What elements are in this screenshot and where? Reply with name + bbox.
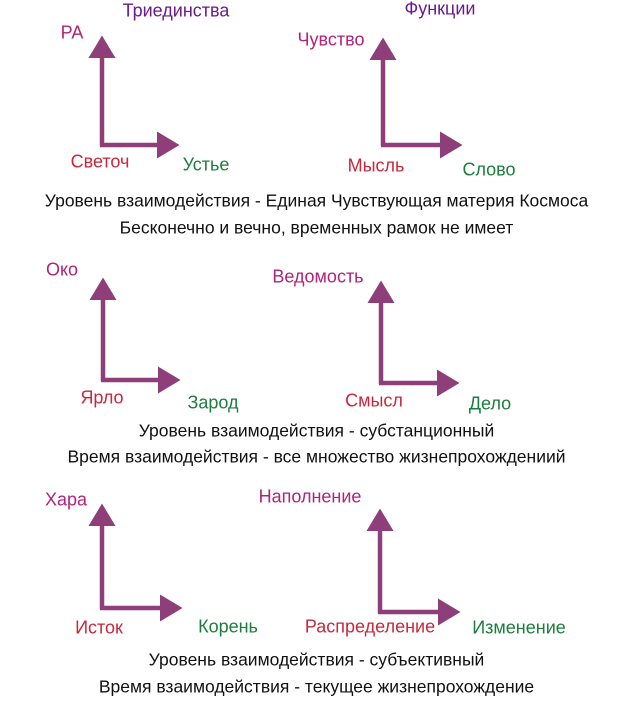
axis-top-label: Ведомость	[272, 266, 364, 287]
axis-right-label: Изменение	[472, 617, 566, 638]
axis-top-label: Чувство	[297, 29, 365, 50]
axis-top-label: Наполнение	[258, 486, 362, 507]
description-line: Уровень взаимодействия - субстанционный	[138, 420, 495, 441]
axis-top-label: Хара	[44, 489, 88, 510]
axis-top-label: Око	[45, 259, 79, 280]
description-line: Бесконечно и вечно, временных рамок не и…	[119, 217, 514, 238]
axis-origin-label: Светоч	[70, 151, 130, 172]
title-label: Триединства	[122, 0, 230, 21]
axis-origin-label: Распределение	[304, 616, 436, 637]
title-label: Функции	[404, 0, 476, 19]
axis-right-label: Дело	[468, 393, 512, 414]
axis-right-label: Корень	[198, 616, 258, 637]
axis-origin-label: Ярло	[80, 387, 124, 408]
axis-right-label: Слово	[462, 159, 516, 180]
description-line: Уровень взаимодействия - субъективный	[148, 649, 485, 670]
description-line: Уровень взаимодействия - Единая Чувствую…	[44, 190, 589, 211]
axis-top-label: РА	[60, 22, 84, 43]
axis-origin-label: Мысль	[347, 155, 405, 176]
axis-right-label: Зарод	[187, 392, 239, 413]
axis-origin-label: Смысл	[345, 390, 403, 411]
axis-origin-label: Исток	[75, 617, 123, 638]
description-line: Время взаимодействия - текущее жизнепрох…	[98, 676, 535, 697]
axis-right-label: Устье	[182, 154, 230, 175]
description-line: Время взаимодействия - все множество жиз…	[67, 446, 566, 467]
